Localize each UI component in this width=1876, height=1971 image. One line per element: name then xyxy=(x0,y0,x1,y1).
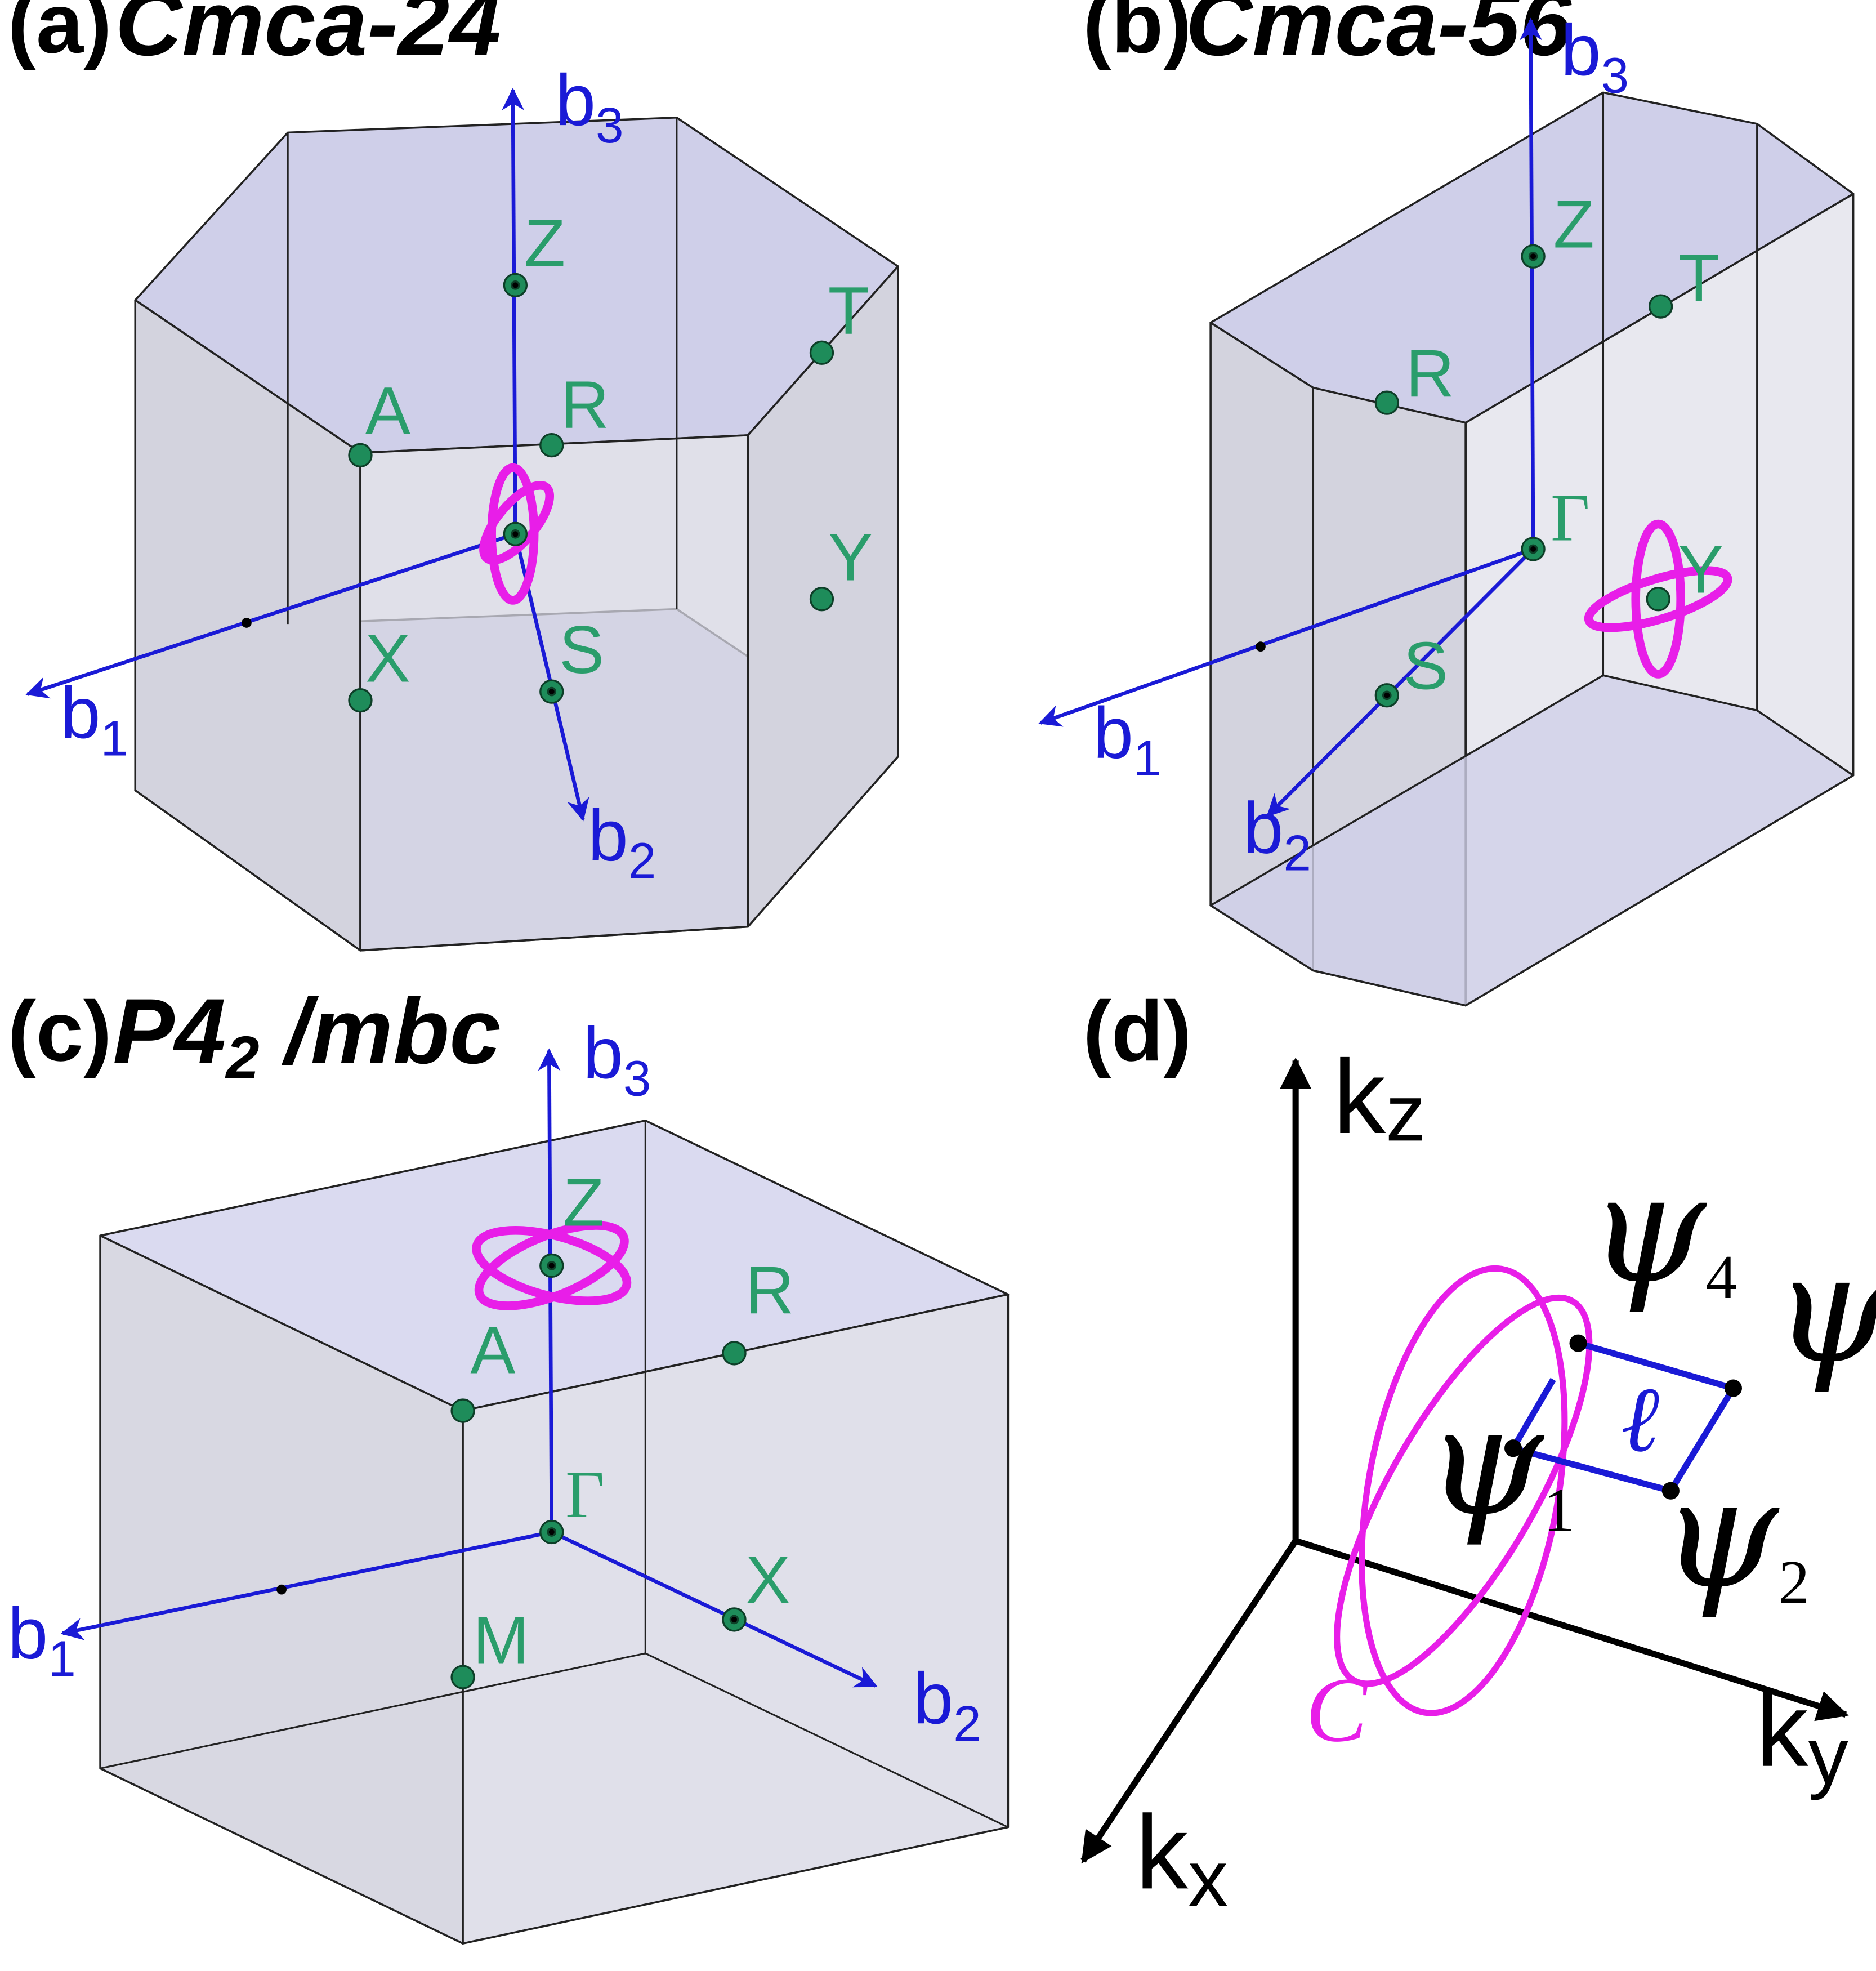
kpoint-label: A xyxy=(470,1312,515,1388)
kpoint-label: A xyxy=(365,373,410,449)
panel-a-title: Cmca-24 xyxy=(115,0,501,75)
kpoint-label: S xyxy=(559,612,604,688)
panel-d: (d) kz ky kx ℓ ψ1 ψ2 xyxy=(1080,984,1876,1924)
panel-b: (b) Cmca-56 xyxy=(1038,0,1855,1007)
b3-vector xyxy=(538,1048,561,1532)
kpoint-label: Y xyxy=(1678,532,1723,608)
axis-label: kz xyxy=(1333,1038,1426,1158)
vector-label: b1 xyxy=(60,672,128,766)
vectors-b xyxy=(1038,17,1542,817)
b2-vector xyxy=(551,1530,878,1688)
b1-vector xyxy=(1038,547,1534,727)
psi-label: ψ2 xyxy=(1661,1447,1810,1621)
panel-a-letter: (a) xyxy=(8,0,112,71)
vector-label: b2 xyxy=(588,795,656,889)
kpoints-a xyxy=(348,273,834,713)
vector-label: b3 xyxy=(555,60,623,153)
vectors-c xyxy=(60,1048,878,1688)
kpoint-label: Z xyxy=(524,206,565,281)
panel-b-title: Cmca-56 xyxy=(1186,0,1573,75)
b3-vector xyxy=(1519,17,1542,549)
kpoint-label: Z xyxy=(1553,187,1594,262)
vector-label: b1 xyxy=(1093,693,1161,786)
panel-b-letter: (b) xyxy=(1083,0,1192,71)
kx-axis xyxy=(1080,1539,1298,1864)
vector-label: b3 xyxy=(583,1013,651,1106)
kpoint-label: S xyxy=(1403,628,1448,704)
vector-label: b2 xyxy=(1243,788,1311,881)
panel-c-letter: (c) xyxy=(8,984,112,1079)
kpoint-label: M xyxy=(473,1603,529,1678)
vector-label: b3 xyxy=(1561,10,1629,103)
vector-label: b1 xyxy=(8,1593,76,1687)
kpoint-label: Γ xyxy=(565,1457,604,1532)
kpoint-label: R xyxy=(560,367,609,443)
b1-vector xyxy=(25,532,516,699)
plaquette-d xyxy=(1510,1340,1736,1494)
psi-label: ψ1 xyxy=(1426,1374,1575,1549)
kpoint-label: T xyxy=(828,273,869,349)
psi-label: ψ3 xyxy=(1774,1221,1876,1396)
kpoint-label: R xyxy=(745,1252,794,1328)
b2-vector xyxy=(1266,547,1535,817)
nodal-loops-a xyxy=(479,463,555,605)
panel-c-title: P42 /mbc xyxy=(113,979,501,1091)
psi-points xyxy=(1504,1334,1742,1500)
kpoints-b xyxy=(1374,244,1673,708)
kpoint-label: R xyxy=(1406,336,1455,411)
ky-axis xyxy=(1294,1537,1849,1722)
curve-label: C xyxy=(1306,1658,1369,1761)
kpoint-label: Z xyxy=(563,1165,604,1240)
axis-label: ky xyxy=(1756,1671,1848,1801)
axis-label: kx xyxy=(1136,1793,1228,1923)
loops-d xyxy=(1334,1265,1593,1716)
nodal-loops-c xyxy=(472,1221,632,1310)
kpoint-label: X xyxy=(745,1542,790,1618)
kpoint-label: Y xyxy=(828,519,873,595)
kpoint-label: Γ xyxy=(1551,480,1589,555)
panel-d-letter: (d) xyxy=(1083,984,1192,1079)
vector-label: b2 xyxy=(913,1658,981,1751)
kpoint-label: T xyxy=(1678,240,1719,316)
b1-vector xyxy=(60,1530,552,1640)
kpoints-c xyxy=(450,1253,747,1689)
b3-vector xyxy=(502,87,525,534)
axes-d xyxy=(1080,1057,1849,1864)
kpoint-label: X xyxy=(365,621,410,696)
panel-a: (a) Cmca-24 xyxy=(8,0,899,952)
panel-c: (c) P42 /mbc xyxy=(8,979,1010,1945)
nodal-loops-b xyxy=(1584,519,1732,679)
loop-label: ℓ xyxy=(1621,1368,1659,1471)
psi-label: ψ4 xyxy=(1588,1141,1737,1316)
midpoint-dot xyxy=(242,618,252,628)
